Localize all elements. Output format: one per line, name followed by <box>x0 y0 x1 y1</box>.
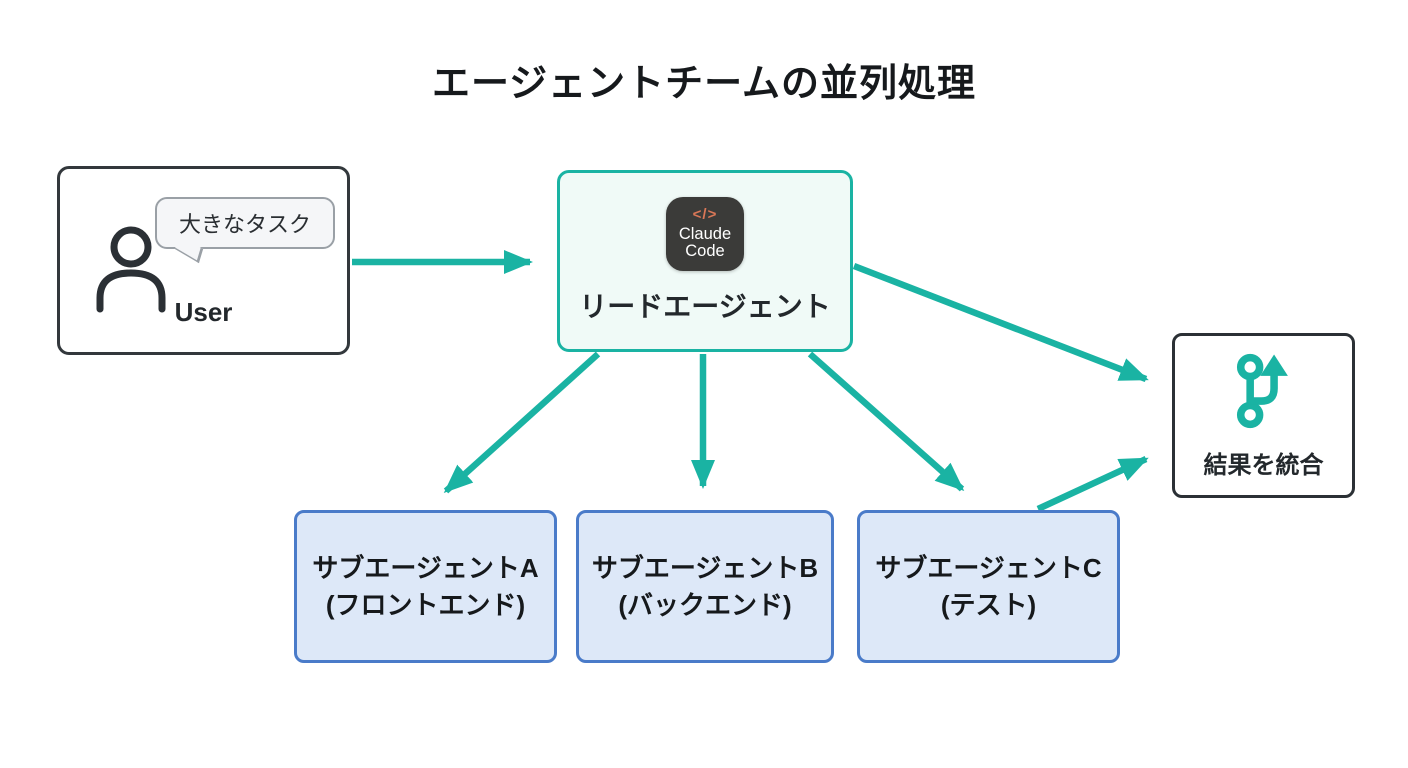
subagent-a-box: サブエージェントA (フロントエンド) <box>294 510 557 663</box>
claude-code-badge-line2: Code <box>685 242 725 261</box>
user-box: 大きなタスク User <box>57 166 350 355</box>
claude-code-icon: </> Claude Code <box>666 197 744 271</box>
subagent-b-role: (バックエンド) <box>618 589 792 620</box>
user-icon <box>92 221 170 318</box>
arrow-lead-to-subagent-a <box>443 351 601 494</box>
results-box: 結果を統合 <box>1172 333 1355 498</box>
lead-agent-label: リードエージェント <box>579 291 831 322</box>
code-brackets-icon: </> <box>692 206 718 224</box>
arrow-lead-to-subagent-c <box>807 351 965 492</box>
claude-code-badge-line1: Claude <box>678 225 732 244</box>
lead-agent-box: </> Claude Code リードエージェント <box>557 170 853 352</box>
subagent-b-name: サブエージェントB <box>591 553 819 584</box>
subagent-c-role: (テスト) <box>940 589 1037 620</box>
subagent-c-name: サブエージェントC <box>875 553 1102 584</box>
speech-bubble: 大きなタスク <box>155 197 335 264</box>
arrow-subagent-c-to-results <box>1036 456 1149 512</box>
arrow-lead-to-results <box>852 262 1149 383</box>
subagent-a-role: (フロントエンド) <box>325 589 526 620</box>
diagram-title: エージェントチームの並列処理 <box>431 63 977 105</box>
subagent-c-box: サブエージェントC (テスト) <box>857 510 1120 663</box>
git-merge-icon <box>1228 352 1300 435</box>
speech-bubble-tail <box>174 234 204 264</box>
speech-bubble-text: 大きなタスク <box>178 212 311 237</box>
results-label: 結果を統合 <box>1203 451 1324 479</box>
subagent-b-box: サブエージェントB (バックエンド) <box>576 510 834 663</box>
user-label: User <box>174 297 233 327</box>
subagent-a-name: サブエージェントA <box>312 553 539 584</box>
